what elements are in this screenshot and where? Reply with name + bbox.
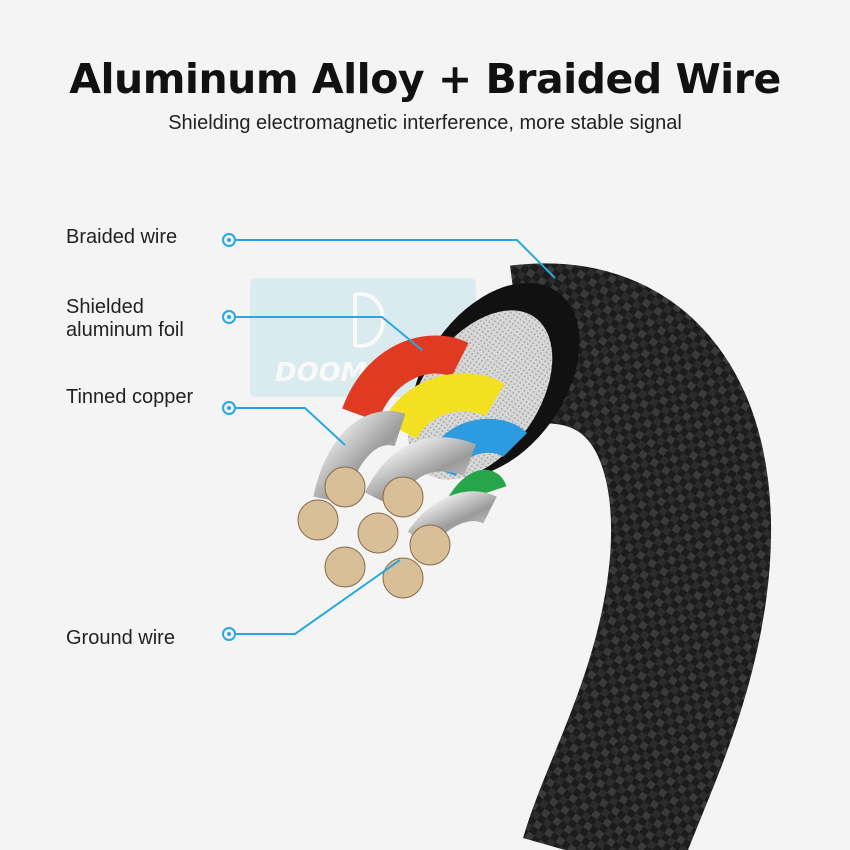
copper-strand-bundles bbox=[297, 466, 451, 599]
page-title: Aluminum Alloy + Braided Wire bbox=[69, 55, 781, 103]
red-wire bbox=[342, 335, 469, 423]
braided-cable-body bbox=[510, 263, 771, 850]
callout-tinned-copper: Tinned copper bbox=[66, 386, 194, 408]
yellow-wire bbox=[383, 373, 505, 440]
callout-braided-wire: Braided wire bbox=[66, 226, 178, 248]
callout-ground-wire: Ground wire bbox=[66, 627, 175, 649]
page-subtitle: Shielding electromagnetic interference, … bbox=[168, 112, 682, 134]
callout-shielded-foil: Shielded aluminum foil bbox=[66, 296, 184, 341]
